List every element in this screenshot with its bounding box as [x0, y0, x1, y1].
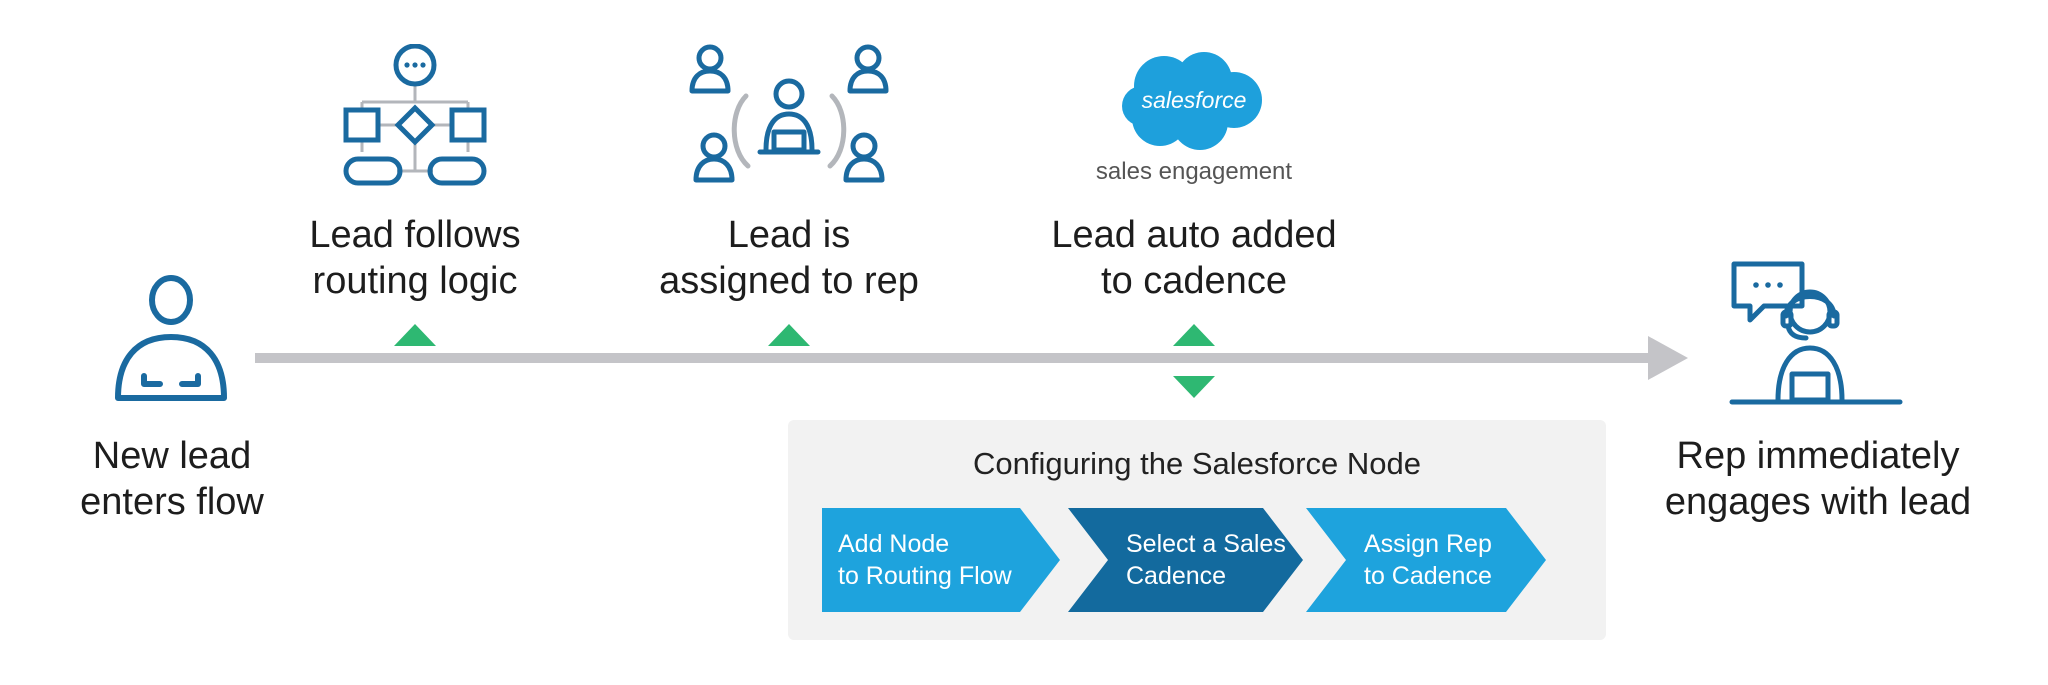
salesforce-logo-text: salesforce — [1142, 87, 1247, 113]
config-panel: Configuring the Salesforce Node Add Node… — [788, 420, 1606, 640]
start-label: New lead enters flow — [80, 435, 264, 523]
person-laptop-icon — [115, 275, 227, 401]
stage-3-up-marker — [1173, 324, 1215, 346]
stage-3-down-marker — [1173, 376, 1215, 398]
step-1-shape — [822, 508, 1060, 612]
stage-2-label: Lead is assigned to rep — [659, 214, 919, 302]
stage-2-up-marker — [768, 324, 810, 346]
stage-1-up-marker — [394, 324, 436, 346]
config-step-add-node: Add Node to Routing Flow — [838, 530, 1012, 590]
config-step-select-cadence: Select a Sales Cadence — [1126, 530, 1286, 590]
salesforce-logo-caption: sales engagement — [1095, 158, 1293, 185]
step-3-shape — [1306, 508, 1546, 612]
stage-3-label: Lead auto added to cadence — [1051, 214, 1337, 302]
rep-headset-chat-icon — [1729, 261, 1903, 405]
config-steps-shapes — [822, 508, 1546, 612]
config-step-assign-rep: Assign Rep to Cadence — [1364, 530, 1492, 590]
stage-1-label: Lead follows routing logic — [309, 214, 521, 302]
flowchart-icon — [343, 44, 487, 186]
team-assignment-icon — [689, 44, 889, 183]
end-label: Rep immediately engages with lead — [1664, 435, 1972, 523]
salesforce-logo: salesforce — [1122, 52, 1262, 150]
config-panel-title: Configuring the Salesforce Node — [972, 446, 1422, 481]
step-2-shape — [1068, 508, 1303, 612]
